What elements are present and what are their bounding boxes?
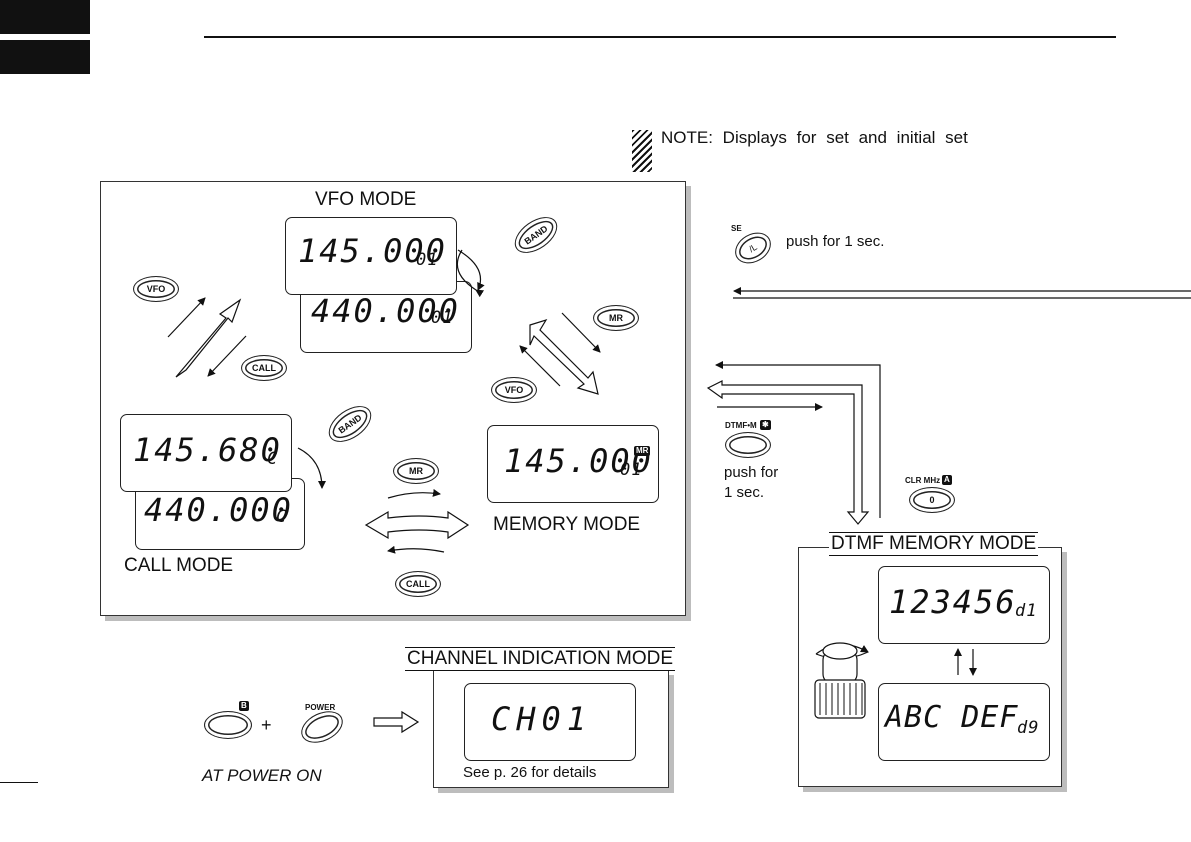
dtmf-push-for: push for — [724, 464, 779, 481]
see-page-note: See p. 26 for details — [463, 764, 597, 781]
dtmf-top-display: 123456 d1 — [878, 566, 1050, 644]
vfo-key-right[interactable]: VFO — [491, 377, 537, 403]
vfo-main-display: 145.000 01 — [285, 217, 457, 295]
memory-vfo-arrow — [529, 318, 599, 395]
mr-indicator: MR — [634, 446, 651, 456]
vfo-call-arrow-up — [175, 298, 242, 378]
memory-display: 145.000 01 MR — [487, 425, 659, 503]
call-key-center[interactable]: CALL — [395, 571, 441, 597]
note-text: NOTE: Displays for set and initial set — [661, 128, 968, 147]
se-instruction: push for 1 sec. — [786, 233, 885, 250]
clr-key-label: CLR MHz — [905, 476, 941, 485]
plus-sign: + — [261, 715, 272, 735]
vfo-mode-title: VFO MODE — [315, 189, 417, 210]
memory-mode-title: MEMORY MODE — [493, 514, 641, 535]
call-main-display: 145.680 C — [120, 414, 292, 492]
page-tab-top — [0, 0, 90, 34]
call-key-left[interactable]: CALL — [241, 355, 287, 381]
call-mode-title: CALL MODE — [124, 555, 234, 576]
b-key[interactable] — [204, 711, 252, 739]
se-key-label: SE — [731, 224, 742, 233]
dtmf-key[interactable] — [725, 432, 771, 458]
page-tab-bottom — [0, 40, 90, 74]
tuning-knob-icon — [814, 642, 869, 719]
b-key-badge: B — [239, 701, 249, 711]
call-sub-display: 440.000 C — [135, 478, 305, 550]
header-rule — [204, 36, 1116, 38]
dtmf-bottom-display: ABC DEF d9 — [878, 683, 1050, 761]
mr-key-center[interactable]: MR — [393, 458, 439, 484]
note-hatch-icon — [632, 130, 652, 172]
clr-key-badge: A — [942, 475, 952, 485]
mr-key-right[interactable]: MR — [593, 305, 639, 331]
channel-indication-title: CHANNEL INDICATION MODE — [405, 647, 676, 671]
power-key-label: POWER — [305, 703, 336, 712]
clr-key[interactable]: 0 — [909, 487, 955, 513]
channel-display: CH01 — [464, 683, 636, 761]
dtmf-one-sec: 1 sec. — [724, 484, 765, 501]
dtmf-key-badge: ✱ — [760, 420, 771, 430]
vfo-key-left[interactable]: VFO — [133, 276, 179, 302]
dtmf-memory-title: DTMF MEMORY MODE — [829, 532, 1039, 556]
call-memory-hollow-arrow — [364, 510, 470, 540]
footer-rule — [0, 782, 38, 783]
dtmf-key-label: DTMF•M — [725, 421, 757, 430]
at-power-on-label: AT POWER ON — [202, 766, 322, 785]
